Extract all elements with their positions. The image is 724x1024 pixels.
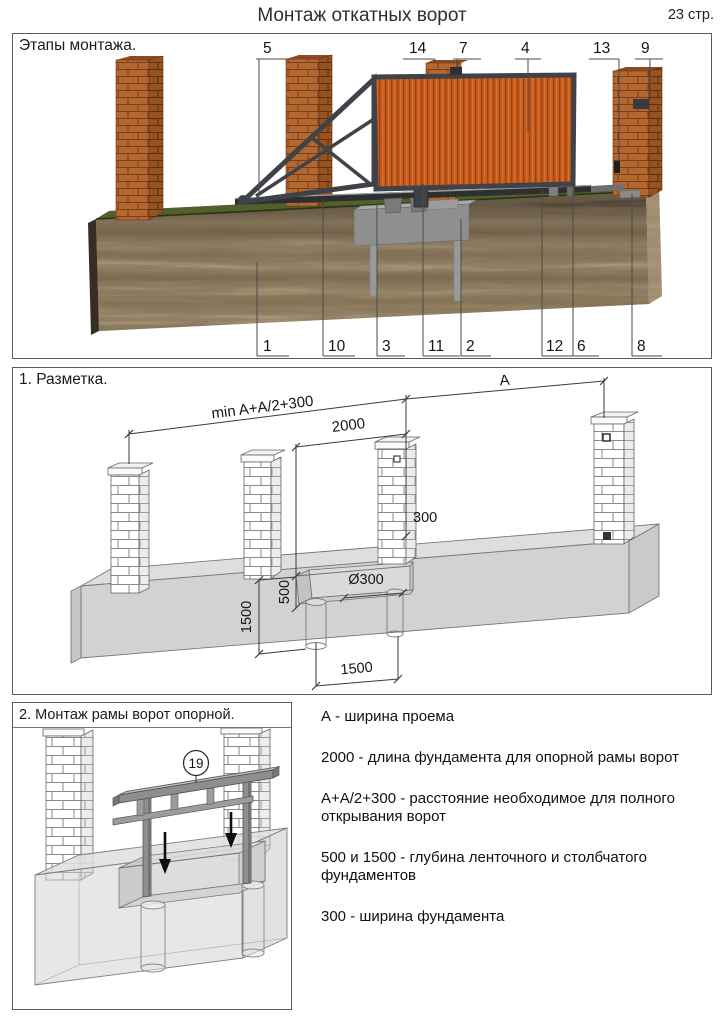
panel-installation-stages: Этапы монтажа. (12, 33, 712, 359)
brick-pillar-left (115, 55, 164, 221)
upper-catcher-plate (633, 99, 649, 109)
callout-number: 2 (466, 338, 475, 355)
down-arrow (159, 832, 171, 874)
dimension-label: 300 (413, 510, 437, 526)
callout-number: 5 (263, 40, 272, 57)
white-pillar-3 (374, 436, 421, 565)
legend-item: 500 и 1500 - глубина ленточного и столбч… (321, 849, 647, 884)
strip-foundation (70, 523, 660, 664)
gate-leaf (371, 67, 577, 192)
support-frame (112, 766, 281, 898)
legend-item: 2000 - длина фундамента для опорной рамы… (321, 749, 680, 766)
callouts-bottom: 1 10 3 11 2 12 6 8 (256, 184, 662, 357)
white-pillar-1 (107, 462, 154, 594)
marking-drawing: min A+A/2+300 A 2000 300 Ø300 500 1500 (70, 372, 660, 691)
callout-number: 10 (328, 338, 346, 355)
brick-pillar-right (612, 66, 663, 199)
callout-number: 7 (459, 40, 468, 57)
callouts-top: 5 14 7 4 13 9 (256, 40, 663, 197)
dimension-label: 500 (277, 580, 293, 604)
panel-stages-label: Этапы монтажа. (19, 37, 137, 54)
dimension-label: 2000 (331, 415, 366, 436)
callout-number: 4 (521, 40, 530, 57)
callout-number: 8 (637, 338, 646, 355)
page-title: Монтаж откатных ворот (257, 5, 467, 26)
frame-lower-chord (112, 795, 254, 826)
white-pillar-4 (590, 411, 639, 545)
brick-pillar-middle (285, 54, 333, 207)
top-guide-bracket (450, 67, 462, 75)
support-frame-drawing: 19 (34, 728, 288, 986)
legend-item: А+А/2+300 - расстояние необходимое для п… (321, 790, 675, 825)
dimension-label: min A+A/2+300 (210, 393, 314, 423)
pile-holes (140, 880, 265, 973)
catch-slot (614, 161, 620, 173)
anchor-plate (393, 455, 401, 463)
anchor-plate (602, 433, 611, 442)
callout-number: 13 (593, 40, 610, 57)
stages-illustration: 5 14 7 4 13 9 1 10 3 11 2 12 (88, 40, 663, 357)
callout-number: 9 (641, 40, 650, 57)
dimension-label: A (499, 372, 511, 390)
legend-item: А - ширина проема (321, 708, 455, 725)
down-arrow (225, 812, 237, 848)
legend-item: 300 - ширина фундамента (321, 908, 505, 925)
callout-number: 6 (577, 338, 586, 355)
legend: А - ширина проема 2000 - длина фундамент… (321, 700, 715, 949)
callout-number: 12 (546, 338, 563, 355)
roller-carriage (383, 197, 403, 214)
white-pillar-left (42, 728, 94, 881)
anchor-plate (603, 532, 611, 540)
panel-marking-label: 1. Разметка. (19, 371, 108, 388)
callout-number: 14 (409, 40, 427, 57)
middle-pillar-footing (425, 198, 459, 211)
white-pillar-2 (240, 449, 286, 580)
dimension-label: 1500 (239, 601, 255, 633)
callout-number: 11 (428, 338, 444, 355)
lower-catcher-plate (619, 189, 641, 199)
pile-holes (305, 588, 404, 650)
callout-number: 1 (263, 338, 272, 355)
dimension-label: Ø300 (348, 572, 383, 588)
callout-number: 19 (188, 756, 203, 771)
panel-support-frame: 2. Монтаж рамы ворот опорной. (12, 702, 292, 1010)
page-number: 23 стр. (667, 7, 714, 23)
callout-19: 19 (182, 749, 210, 783)
dimension-label: 1500 (340, 660, 374, 679)
panel-marking: 1. Разметка. (12, 367, 712, 695)
panel-frame-label: 2. Монтаж рамы ворот опорной. (13, 703, 291, 728)
callout-number: 3 (382, 338, 391, 355)
